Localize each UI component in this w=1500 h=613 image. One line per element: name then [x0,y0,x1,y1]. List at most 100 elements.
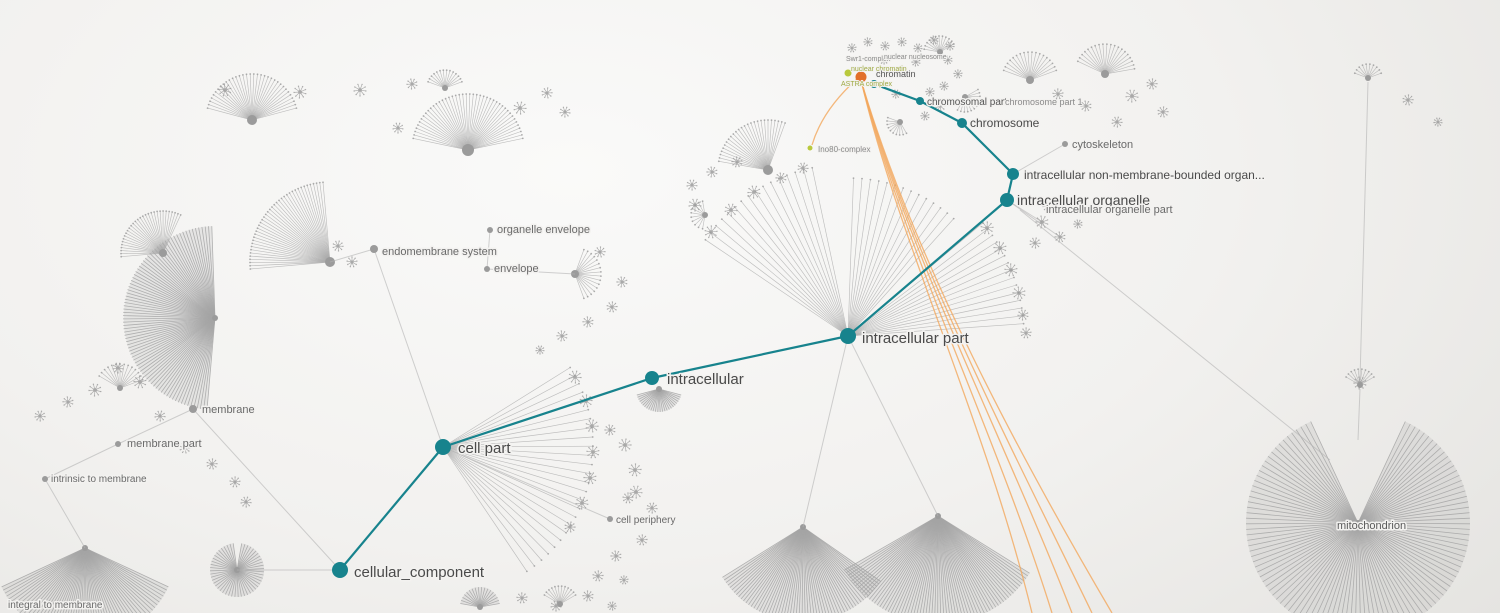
term-node[interactable] [1146,78,1158,90]
term-node[interactable] [980,221,994,235]
term-node[interactable] [688,198,702,212]
term-node[interactable] [897,37,907,47]
term-node[interactable] [592,570,604,582]
term-node[interactable] [516,592,528,604]
term-node[interactable] [550,600,562,612]
term-node[interactable] [993,241,1007,255]
term-node[interactable] [619,575,629,585]
term-node[interactable] [1029,237,1041,249]
path-node[interactable] [1000,193,1014,207]
term-node[interactable] [133,375,147,389]
term-label[interactable]: envelope [493,262,541,277]
term-node[interactable] [594,246,606,258]
term-node[interactable] [775,172,787,184]
term-label[interactable]: chromosomal part [926,96,1009,110]
term-label[interactable]: intracellular [666,370,746,390]
term-node[interactable] [939,81,949,91]
term-label[interactable]: cytoskeleton [1071,138,1135,153]
term-node[interactable] [586,445,600,459]
term-node[interactable] [622,492,634,504]
term-node[interactable] [1111,116,1123,128]
term-label[interactable]: Ino80-complex [817,144,871,155]
term-node[interactable] [847,43,857,53]
term-node[interactable] [618,438,632,452]
term-node[interactable] [179,442,191,454]
term-label[interactable]: integral to membrane [7,599,105,613]
term-node[interactable] [34,410,46,422]
term-node[interactable] [1020,327,1032,339]
term-node[interactable] [1012,286,1026,300]
term-hub[interactable] [484,266,490,272]
term-node[interactable] [920,111,930,121]
term-node[interactable] [1433,117,1443,127]
term-node[interactable] [62,396,74,408]
term-node[interactable] [1017,309,1029,321]
term-node[interactable] [911,57,921,67]
term-node[interactable] [929,35,939,45]
term-node[interactable] [686,179,698,191]
term-node[interactable] [945,41,955,51]
term-node[interactable] [913,43,923,53]
path-node[interactable] [332,562,348,578]
term-node[interactable] [229,476,241,488]
term-label[interactable]: chromosome [969,115,1042,132]
term-node[interactable] [1080,100,1092,112]
term-node[interactable] [704,225,718,239]
term-label[interactable]: cellular_component [353,563,487,583]
term-hub[interactable] [607,516,613,522]
term-node[interactable] [646,502,658,514]
term-node[interactable] [582,316,594,328]
term-node[interactable] [863,37,873,47]
term-label[interactable]: organelle envelope [496,223,592,238]
term-label[interactable]: ASTRA complex [840,80,893,89]
ino80-node[interactable] [807,145,813,151]
term-hub[interactable] [189,405,197,413]
path-node[interactable] [870,80,878,88]
term-hub[interactable] [370,245,378,253]
path-node[interactable] [1007,168,1019,180]
term-node[interactable] [636,534,648,546]
term-node[interactable] [607,601,617,611]
term-node[interactable] [585,419,599,433]
term-label[interactable]: membrane part [126,437,204,452]
term-label[interactable]: membrane [201,403,257,418]
term-label[interactable]: intracellular organelle part [1045,203,1175,218]
term-label[interactable]: Swr1-complex [845,55,892,64]
term-label[interactable]: chromatin [875,68,917,80]
term-node[interactable] [583,471,597,485]
term-node[interactable] [1157,106,1169,118]
path-node[interactable] [840,328,856,344]
term-node[interactable] [541,87,553,99]
term-node[interactable] [240,496,252,508]
term-node[interactable] [943,55,953,65]
term-node[interactable] [953,69,963,79]
term-node[interactable] [606,301,618,313]
term-node[interactable] [392,122,404,134]
term-node[interactable] [880,41,890,51]
term-label[interactable]: cell periphery [615,514,677,528]
path-node[interactable] [645,371,659,385]
term-node[interactable] [535,345,545,355]
term-node[interactable] [88,383,102,397]
term-node[interactable] [568,370,582,384]
term-node[interactable] [154,410,166,422]
term-node[interactable] [1042,200,1054,212]
term-node[interactable] [1052,88,1064,100]
term-node[interactable] [731,156,743,168]
term-node[interactable] [1402,94,1414,106]
term-node[interactable] [629,485,643,499]
term-label[interactable]: cell part [457,439,513,459]
term-label[interactable]: endomembrane system [381,245,499,260]
term-node[interactable] [575,496,589,510]
term-hub[interactable] [42,476,48,482]
term-node[interactable] [724,203,738,217]
term-node[interactable] [332,240,344,252]
term-label[interactable]: intracellular non-membrane-bounded organ… [1023,167,1267,184]
term-label[interactable]: intracellular organelle [1016,191,1152,210]
term-node[interactable] [747,185,761,199]
term-node[interactable] [1004,263,1018,277]
term-node[interactable] [559,106,571,118]
term-node[interactable] [1035,215,1049,229]
term-node[interactable] [556,330,568,342]
